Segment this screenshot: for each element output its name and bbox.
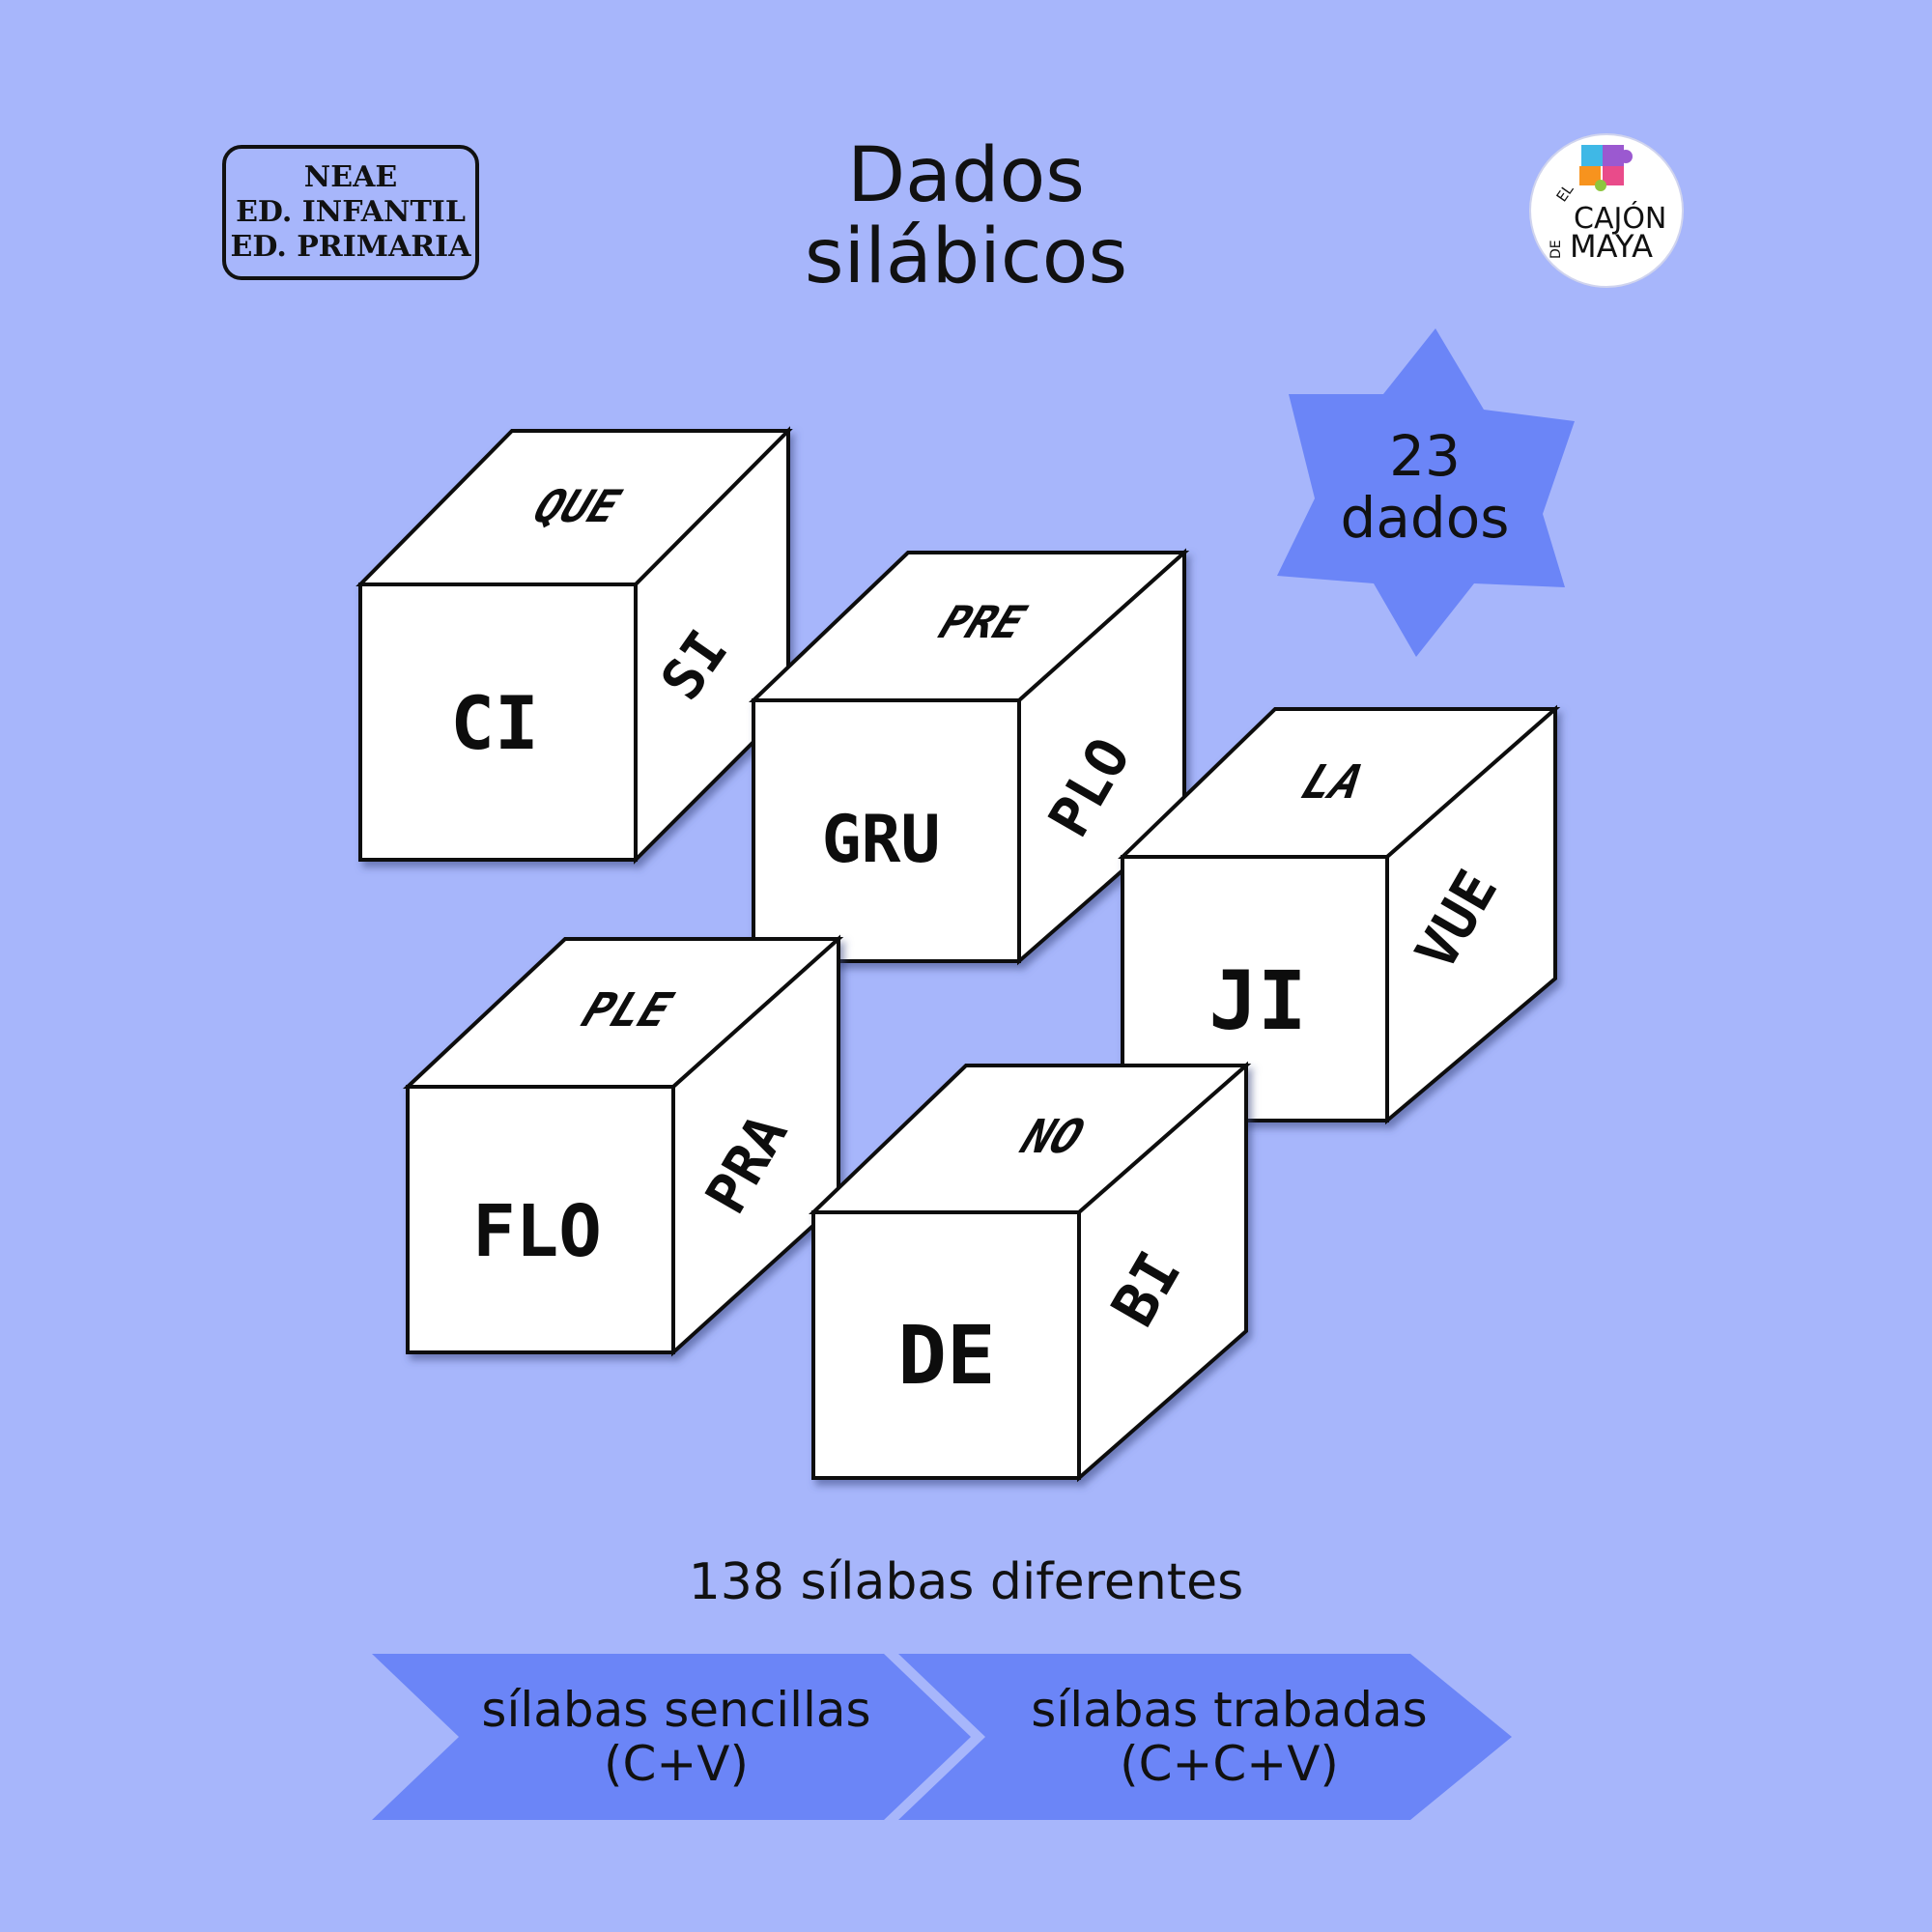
tag-neae: NEAE bbox=[303, 160, 398, 194]
category-complex-formula: (C+C+V) bbox=[1120, 1736, 1339, 1792]
die-2: GRU PRE PLO bbox=[749, 548, 1190, 966]
title-line-1: Dados bbox=[847, 132, 1085, 219]
dice-count-number: 23 bbox=[1389, 423, 1461, 489]
die-1: CI QUE SI bbox=[355, 426, 793, 865]
title-line-2: silábicos bbox=[804, 213, 1128, 300]
dice-count-unit: dados bbox=[1340, 485, 1510, 551]
die-5: DE NO BI bbox=[809, 1061, 1252, 1483]
brand-logo: EL CAJÓN DE MAYA bbox=[1531, 135, 1682, 286]
puzzle-logo-icon: EL CAJÓN DE MAYA bbox=[1548, 145, 1666, 265]
die-3-front-label: JI bbox=[1208, 953, 1306, 1048]
syllable-count: 138 sílabas diferentes bbox=[688, 1553, 1244, 1611]
die-4-front-label: FLO bbox=[472, 1190, 602, 1273]
dice-count-label: 23 dados bbox=[1285, 425, 1565, 549]
logo-text-maya: MAYA bbox=[1570, 228, 1653, 265]
page-title: Dados silábicos bbox=[580, 135, 1352, 298]
category-simple-title: sílabas sencillas bbox=[481, 1682, 871, 1738]
tag-infantil: ED. INFANTIL bbox=[236, 195, 466, 229]
category-simple-formula: (C+V) bbox=[603, 1736, 750, 1792]
chevron-complex bbox=[898, 1654, 1512, 1820]
die-2-front-label: GRU bbox=[822, 802, 941, 878]
logo-text-cajon: CAJÓN bbox=[1574, 200, 1666, 236]
star-shape bbox=[1277, 328, 1575, 657]
count-star-badge bbox=[1277, 328, 1575, 657]
tag-primaria: ED. PRIMARIA bbox=[230, 230, 471, 264]
category-complex-title: sílabas trabadas bbox=[1031, 1682, 1428, 1738]
die-3: JI LA VUE bbox=[1118, 704, 1561, 1125]
die-1-front-label: CI bbox=[450, 680, 539, 766]
die-5-front-label: DE bbox=[897, 1308, 995, 1403]
die-4: FLO PLE PRA bbox=[402, 934, 844, 1357]
level-tag-box: NEAE ED. INFANTIL ED. PRIMARIA bbox=[222, 145, 479, 280]
logo-text-de: DE bbox=[1548, 240, 1564, 259]
category-complex: sílabas trabadas (C+C+V) bbox=[966, 1683, 1492, 1791]
chevron-simple bbox=[372, 1654, 971, 1820]
category-simple: sílabas sencillas (C+V) bbox=[425, 1683, 927, 1791]
